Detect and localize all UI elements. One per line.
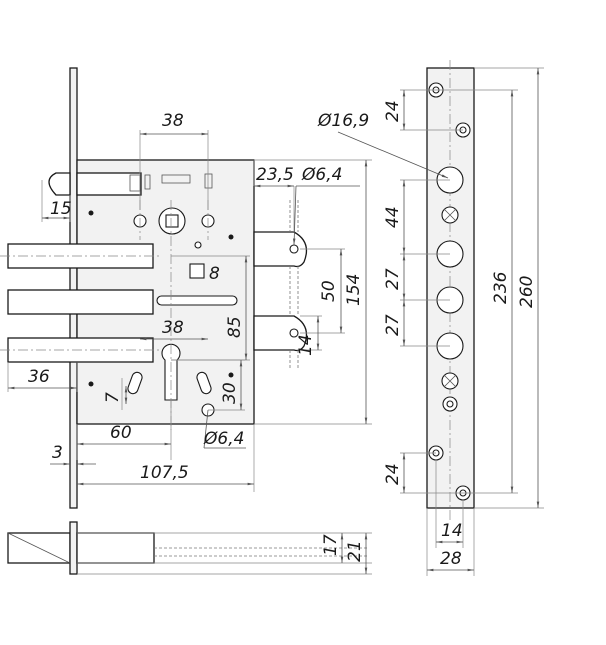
dim-38-mid: 38 <box>162 318 184 338</box>
dim-24-bottom: 24 <box>383 463 403 485</box>
latch-bolt <box>48 172 142 196</box>
cylinder-cutout <box>127 343 215 417</box>
dim-14-side: 14 <box>296 334 316 356</box>
lock-front-view: 8 <box>0 67 308 509</box>
spindle-hub <box>158 207 186 235</box>
dim-23-5: 23,5 <box>256 165 294 185</box>
dim-50: 50 <box>319 280 339 302</box>
section-view: 17 21 <box>7 521 372 575</box>
dim-60: 60 <box>110 423 132 443</box>
dim-6-4-top: Ø6,4 <box>301 165 342 185</box>
dim-7: 7 <box>103 392 123 403</box>
dim-154: 154 <box>344 274 364 306</box>
screw-marks <box>88 210 234 387</box>
dim-44: 44 <box>383 206 403 228</box>
strike-hooks <box>253 231 308 352</box>
dim-236: 236 <box>491 271 511 304</box>
square-8 <box>189 263 205 279</box>
strike-plate <box>426 60 475 520</box>
dim-107-5: 107,5 <box>140 463 189 483</box>
dim-28: 28 <box>440 549 462 569</box>
dim-8: 8 <box>209 264 220 284</box>
dim-38-top: 38 <box>162 111 184 131</box>
dim-3: 3 <box>52 443 63 463</box>
front-dimensions: 38 15 23,5 Ø6,4 50 154 14 38 85 <box>7 111 372 492</box>
dim-85: 85 <box>225 316 245 338</box>
long-slot <box>156 295 238 306</box>
dim-14-plate: 14 <box>441 521 463 541</box>
dim-21: 21 <box>345 540 365 562</box>
dim-16-9: Ø16,9 <box>317 111 369 131</box>
dim-15: 15 <box>50 199 72 219</box>
dim-27-a: 27 <box>383 268 403 290</box>
dim-30: 30 <box>220 382 240 404</box>
dim-27-b: 27 <box>383 314 403 336</box>
dead-bolt-2 <box>7 289 154 315</box>
strike-dimensions: Ø16,9 24 44 27 27 236 260 24 14 28 <box>317 67 544 576</box>
dim-260: 260 <box>517 276 537 308</box>
dim-6-4-bottom: Ø6,4 <box>203 429 244 449</box>
dim-36: 36 <box>28 367 50 387</box>
dim-17: 17 <box>321 534 341 556</box>
dim-24-top: 24 <box>383 100 403 122</box>
slot-top <box>161 174 191 184</box>
faceplate <box>69 67 78 509</box>
dead-bolts <box>7 243 154 363</box>
